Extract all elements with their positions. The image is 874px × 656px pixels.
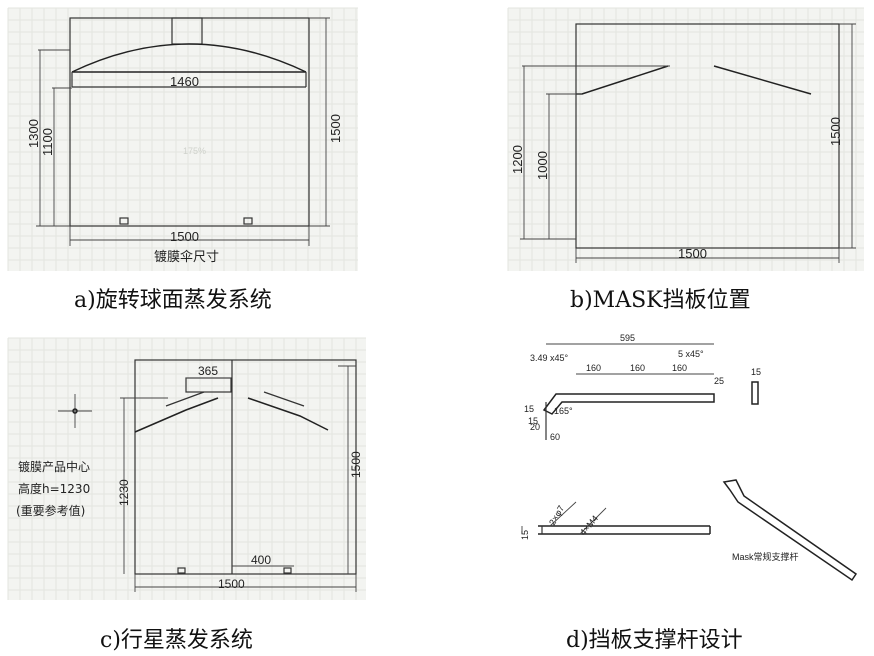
- part-label: Mask常规支撑杆: [732, 551, 799, 562]
- panel-c-grid: [7, 337, 366, 600]
- foot-left: [119, 217, 129, 225]
- dim-right: 1500: [328, 114, 343, 143]
- note-line-1: 镀膜产品中心: [18, 459, 90, 474]
- planet-right: [247, 397, 329, 431]
- planet-left: [134, 397, 219, 433]
- dim-15: 15: [528, 416, 538, 426]
- dim-seg2: 160: [630, 363, 645, 373]
- dim-thickness: 15: [524, 404, 534, 414]
- dim-bar-height: 15: [520, 530, 530, 540]
- dim-right-b: 1500: [828, 117, 843, 146]
- chamber-outline-c: [134, 359, 357, 575]
- dim-60: 60: [550, 432, 560, 442]
- foot-left-c: [177, 567, 186, 574]
- crosshair-center: [72, 408, 78, 414]
- panel-a-drawing: 1460 175% 1500 镀膜伞尺寸 1300 1100 1500: [7, 7, 358, 271]
- dim-side-thickness: 15: [751, 367, 761, 377]
- panel-a-svg: 1460 175% 1500 镀膜伞尺寸 1300 1100 1500: [7, 7, 358, 271]
- dim-top-width: 1460: [170, 74, 199, 89]
- panel-d-svg: 595 3.49 x45° 5 x45° 160 160 160 25 15 1…: [520, 333, 858, 582]
- dim-bottom-width: 1500: [170, 229, 199, 244]
- panel-c-svg: 365 镀膜产品中心 高度h=1230 (重要参考值) 1230 1500 40…: [7, 337, 366, 600]
- planet-left-upper: [165, 391, 205, 407]
- dim-seg1: 160: [586, 363, 601, 373]
- support-rod-top: [542, 393, 715, 415]
- panel-b-grid: [507, 7, 864, 271]
- dim-top-width-c: 365: [198, 364, 218, 378]
- caption-b: b)MASK挡板位置: [570, 288, 751, 313]
- note-line-2: 高度h=1230: [18, 481, 90, 496]
- hole2-leader: [579, 507, 607, 535]
- chamber-outline: [69, 17, 310, 227]
- caption-a: a)旋转球面蒸发系统: [74, 288, 272, 313]
- dim-left-outer-b: 1200: [510, 145, 525, 174]
- dome-arc: [71, 43, 307, 73]
- dim-left-inner: 1100: [40, 128, 55, 156]
- side-section: [751, 381, 759, 405]
- dim-20: 20: [530, 422, 540, 432]
- dim-right-c: 1500: [349, 451, 363, 478]
- center-hint: 175%: [183, 146, 206, 156]
- caption-c: c)行星蒸发系统: [100, 628, 253, 653]
- panel-a-grid: [7, 7, 358, 271]
- planet-right-upper: [263, 391, 305, 407]
- support-rod-3d: [722, 479, 858, 582]
- panel-d-drawing: 595 3.49 x45° 5 x45° 160 160 160 25 15 1…: [510, 330, 864, 600]
- caption-d: d)挡板支撑杆设计: [566, 628, 743, 653]
- foot-right: [243, 217, 253, 225]
- dim-hole1: 2×φ7: [547, 504, 566, 527]
- panel-b-svg: 1200 1000 1500 1500: [507, 7, 864, 271]
- foot-right-c: [283, 567, 292, 574]
- dim-chamfer-right: 5 x45°: [678, 349, 704, 359]
- chamber-outline-b: [575, 23, 840, 249]
- hole1-leader: [549, 501, 577, 527]
- panel-c-drawing: 365 镀膜产品中心 高度h=1230 (重要参考值) 1230 1500 40…: [7, 337, 366, 600]
- panel-a-title: 镀膜伞尺寸: [154, 249, 219, 265]
- dim-chamfer-left: 3.49 x45°: [530, 353, 569, 363]
- dim-seg3: 160: [672, 363, 687, 373]
- dim-bottom-width-c: 1500: [218, 577, 245, 591]
- dim-overall: 595: [620, 333, 635, 343]
- dim-angle: 165°: [554, 406, 573, 416]
- dim-left-outer: 1300: [26, 119, 41, 148]
- mask-right: [713, 65, 812, 95]
- dim-left-inner-b: 1000: [535, 151, 550, 180]
- dim-height-right: 25: [714, 376, 724, 386]
- dim-inner-width-c: 400: [251, 553, 271, 567]
- dim-left-c: 1230: [117, 479, 131, 506]
- panel-b-drawing: 1200 1000 1500 1500: [507, 7, 864, 271]
- note-line-3: (重要参考值): [16, 503, 85, 518]
- dim-bottom-width-b: 1500: [678, 246, 707, 261]
